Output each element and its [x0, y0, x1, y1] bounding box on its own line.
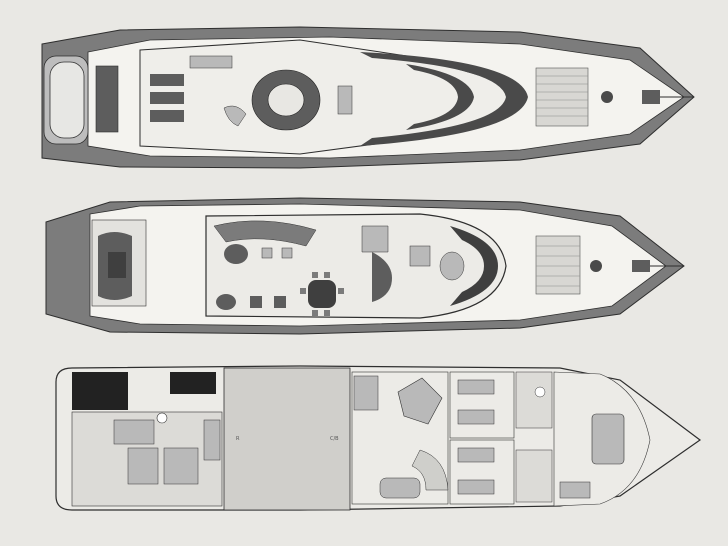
guest-cabin-aft-tub: [379, 477, 421, 499]
windscreen-arc-outer: [360, 52, 528, 146]
helm-console: [337, 85, 353, 115]
vip-bed: [591, 413, 625, 465]
aft-table: [108, 252, 126, 278]
twin-cabin-1-berth-a: [457, 379, 495, 395]
twin-cabin-2-berth-b: [457, 479, 495, 495]
bar-counter: [189, 55, 233, 69]
lounge-chair: [223, 105, 247, 127]
saloon-sofa: [213, 220, 317, 247]
crew-block-2: [127, 447, 159, 485]
crew-block-1: [113, 419, 155, 445]
main-foredeck-sunpad: [535, 235, 581, 295]
tank-room: [223, 367, 351, 511]
foredeck-sunpad: [535, 67, 589, 127]
windscreen-arc-inner: [406, 64, 474, 130]
helm-seat: [439, 251, 465, 281]
saloon-chair-4: [274, 296, 286, 308]
sun-deck-plan: [41, 26, 695, 169]
crew-dark-1: [170, 372, 216, 394]
sun-pad-3: [150, 110, 184, 122]
crew-block-3: [163, 447, 199, 485]
guest-cabin-aft-bed: [397, 377, 443, 425]
crew-head-fixture: [156, 412, 168, 424]
room-label-cb: C/B: [330, 436, 339, 442]
galley-island: [372, 252, 392, 302]
crew-bunk: [203, 419, 221, 461]
vip-wardrobe: [559, 481, 591, 499]
lower-deck-plan: R C/B: [55, 365, 702, 511]
main-deck-hatch: [590, 260, 602, 272]
round-table: [267, 83, 305, 117]
head-1: [515, 371, 553, 429]
sun-pad-2: [150, 92, 184, 104]
lower-stair: [411, 449, 449, 491]
saloon-ottoman: [224, 244, 248, 264]
stern-stairs: [95, 65, 119, 133]
tender: [49, 61, 85, 139]
twin-cabin-1-berth-b: [457, 409, 495, 425]
wheelhouse-console: [450, 226, 498, 306]
dining-chairs: [300, 272, 344, 316]
saloon-side-table: [216, 294, 236, 310]
dining-table: [308, 280, 336, 308]
main-deck-plan: [45, 197, 685, 335]
chart-table: [409, 245, 431, 267]
guest-cabin-aft-bath: [353, 375, 379, 411]
head-2: [515, 449, 553, 503]
main-deck-windlass: [632, 260, 650, 272]
sun-deck-hatch: [601, 91, 613, 103]
main-foredeck-lines: [536, 245, 580, 287]
galley-counter: [361, 225, 389, 253]
saloon-armchair-2: [281, 247, 293, 259]
head-1-basin: [534, 386, 546, 398]
sun-pad-1: [150, 74, 184, 86]
saloon-armchair-1: [261, 247, 273, 259]
anchor-windlass: [642, 90, 660, 104]
engine-room-dark: [72, 372, 128, 410]
room-label-r: R: [236, 436, 240, 442]
twin-cabin-2-berth-a: [457, 447, 495, 463]
foredeck-sunpad-lines: [536, 75, 588, 117]
saloon-chair-3: [250, 296, 262, 308]
